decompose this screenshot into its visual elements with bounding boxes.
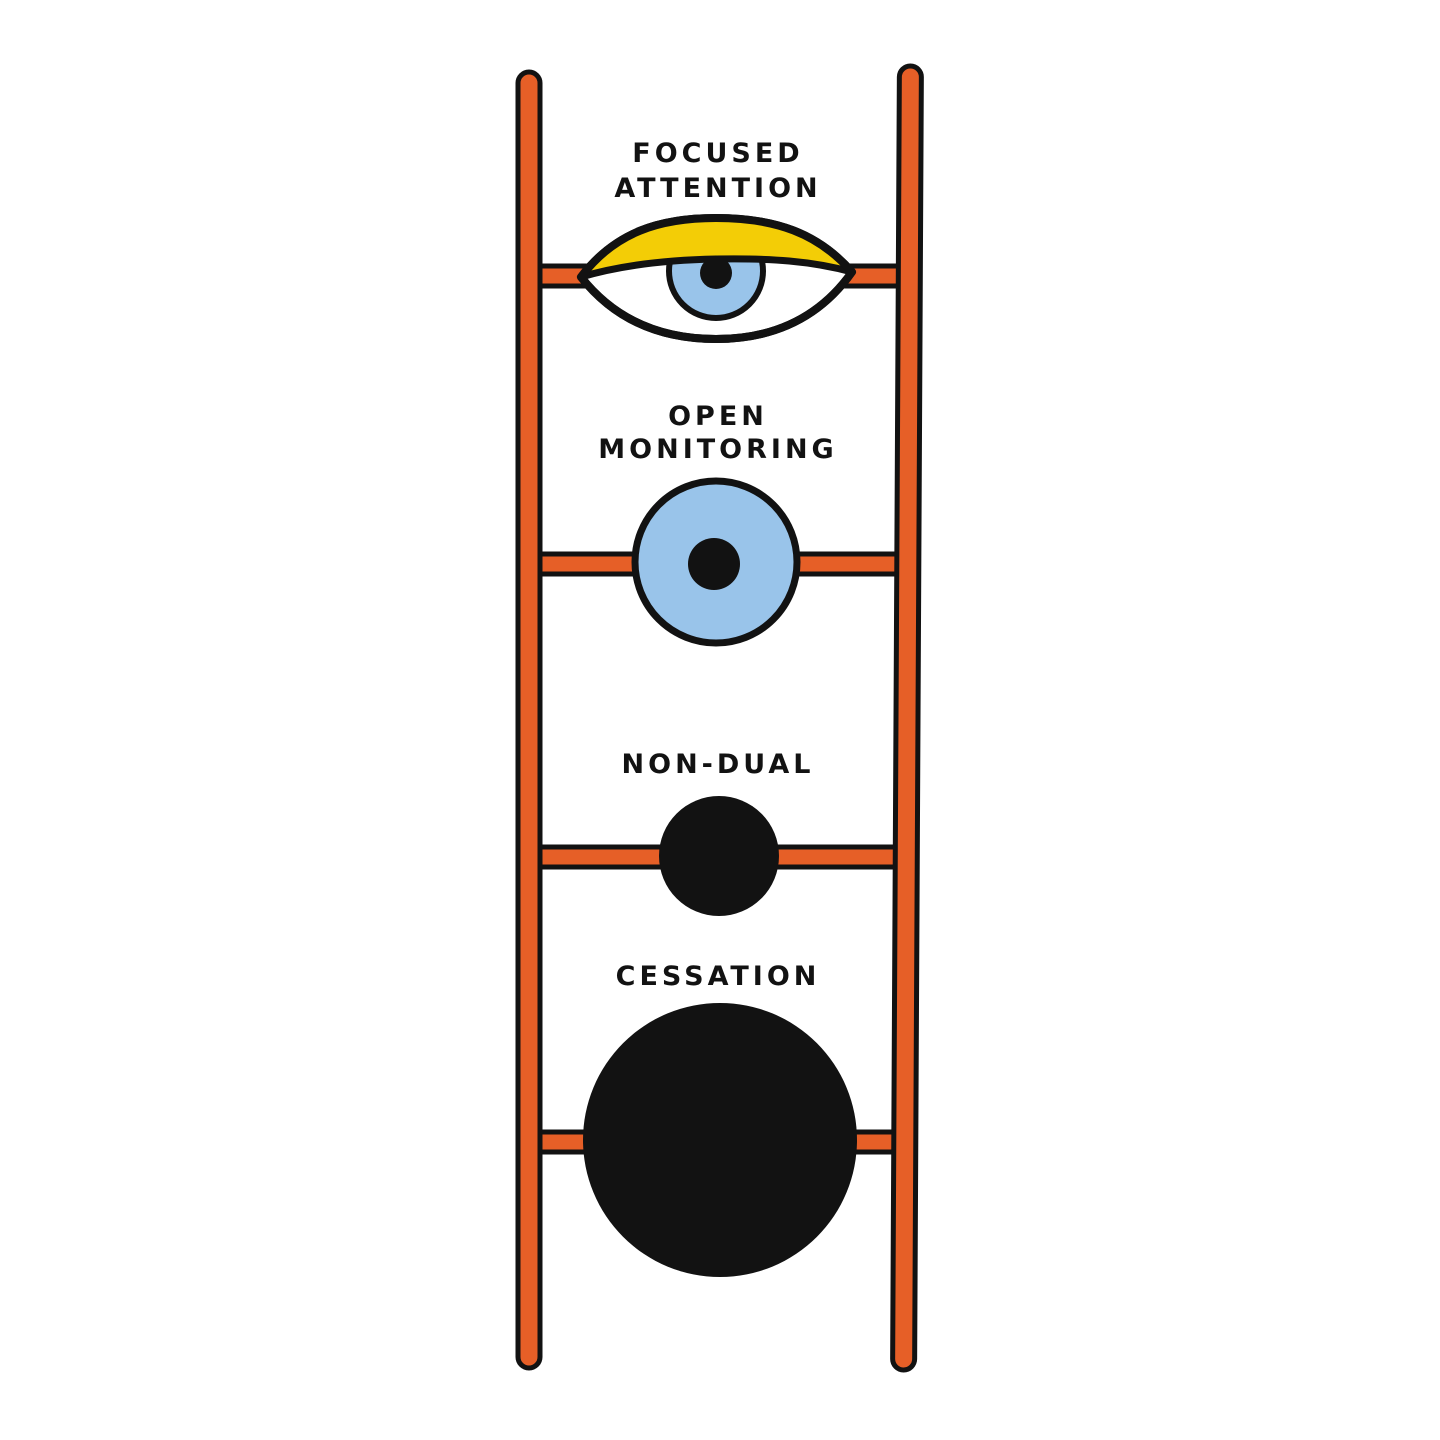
eye-outline — [577, 214, 856, 343]
open-eye-icon — [631, 477, 801, 647]
stage-label-cessation: CESSATION — [616, 961, 821, 992]
stage-label-focused-attention-line2: ATTENTION — [614, 173, 821, 204]
ladder-left-rail — [515, 69, 543, 1371]
half-open-eye-icon — [577, 214, 856, 343]
stage-label-focused-attention-line1: FOCUSED — [632, 138, 803, 169]
stage-labels: FOCUSED ATTENTION OPEN MONITORING NON-DU… — [598, 138, 837, 992]
stage-label-open-monitoring-line1: OPEN — [668, 401, 768, 432]
open-eye-pupil — [688, 538, 740, 590]
small-black-dot-icon — [659, 796, 779, 916]
large-black-dot-icon — [583, 1003, 857, 1277]
ladder-right-rail — [890, 63, 924, 1373]
eye-pupil — [700, 257, 732, 289]
stage-label-open-monitoring-line2: MONITORING — [598, 434, 837, 465]
stage-label-non-dual: NON-DUAL — [622, 749, 815, 780]
